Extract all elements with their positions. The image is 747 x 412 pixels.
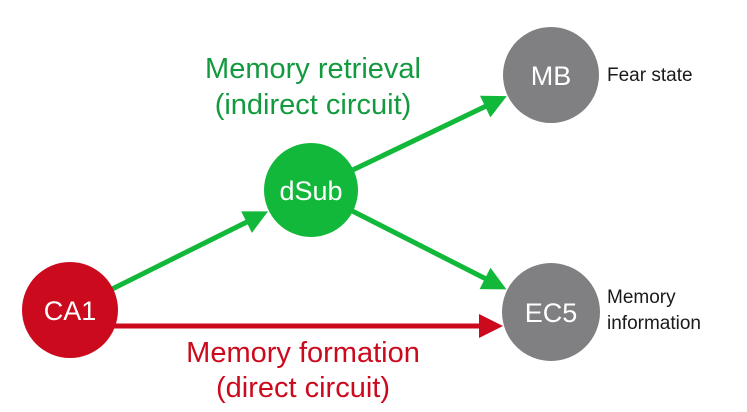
- ca1-label: CA1: [44, 296, 97, 326]
- ec5-circle: [502, 263, 600, 361]
- arrowhead-ec5-icon: [479, 267, 507, 290]
- ec5-description-line2: information: [607, 313, 701, 334]
- edge-ca1-to-dsub: [108, 218, 250, 293]
- node-ec5: EC5: [502, 263, 600, 361]
- arrowhead-mb-icon: [479, 95, 507, 118]
- mb-circle: [503, 27, 599, 123]
- edge-dsub-to-ec5: [348, 207, 488, 282]
- indirect-pathway-title: Memory retrieval: [205, 53, 421, 85]
- edge-dsub-to-mb: [348, 103, 489, 174]
- dsub-label: dSub: [279, 176, 342, 206]
- ec5-label: EC5: [525, 298, 578, 328]
- arrowhead-dsub-icon: [241, 211, 269, 233]
- dsub-circle: [264, 143, 358, 237]
- indirect-pathway-subtitle: (indirect circuit): [215, 89, 412, 121]
- ca1-circle: [22, 262, 118, 358]
- node-mb: MB: [503, 27, 599, 123]
- direct-pathway-subtitle: (direct circuit): [216, 372, 390, 404]
- mb-description: Fear state: [607, 65, 693, 86]
- ec5-description-line1: Memory: [607, 287, 676, 308]
- node-dsub: dSub: [264, 143, 358, 237]
- edges: [108, 95, 507, 338]
- arrowhead-ec5-icon: [479, 314, 503, 338]
- node-ca1: CA1: [22, 262, 118, 358]
- mb-label: MB: [531, 61, 572, 91]
- direct-pathway-title: Memory formation: [186, 337, 420, 369]
